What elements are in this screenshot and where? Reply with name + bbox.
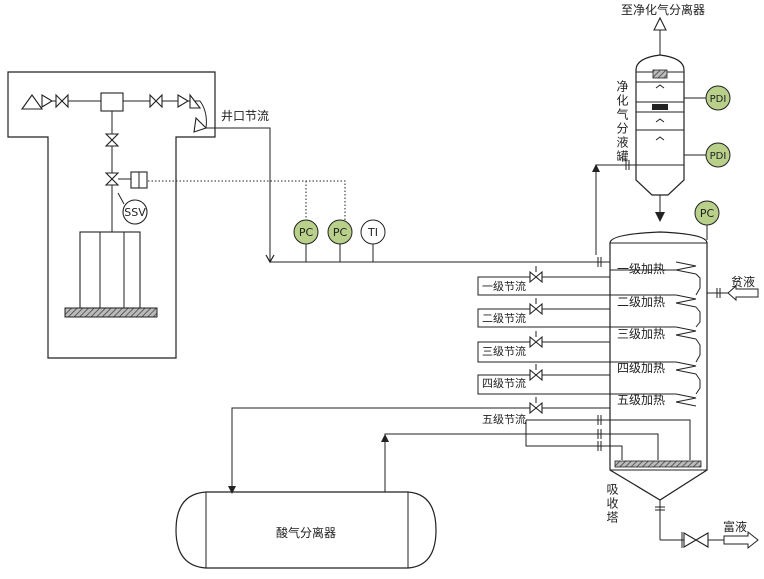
ssv-circle	[122, 199, 148, 225]
to-separator-label: 至净化气分离器	[621, 2, 705, 17]
christmas-tree: SSV	[20, 92, 216, 318]
stage-heat-label-2: 二级加热	[617, 295, 665, 309]
instrument-pc-2: PC	[327, 219, 353, 262]
wing-valve-left	[55, 93, 69, 109]
stage-throttle-label-4: 四级节流	[482, 376, 526, 390]
absorber-label: 吸收塔	[605, 483, 619, 525]
lean-liquid-label: 贫液	[731, 274, 755, 289]
throttle-valve-1	[529, 270, 543, 284]
heater-coils	[675, 261, 697, 407]
wellhead-choke	[193, 116, 208, 133]
rich-liquid-label: 富液	[723, 519, 747, 534]
stage-heat-label-3: 三级加热	[617, 327, 665, 341]
svg-text:PC: PC	[333, 226, 348, 239]
bottom-feed-piping	[525, 415, 691, 460]
instrument-pc-tower: PC	[694, 200, 720, 240]
instrument-pdi-top: PDI	[684, 85, 731, 111]
purified-gas-drum-label: 净化气分液罐	[615, 80, 629, 164]
stage-throttle-label-2: 二级节流	[482, 311, 526, 325]
throttle-valve-2	[529, 302, 543, 316]
throttle-valve-3	[529, 335, 543, 349]
master-valve-lower	[104, 172, 120, 186]
stage-throttle-label-5: 五级节流	[482, 412, 526, 426]
svg-text:PDI: PDI	[710, 151, 727, 162]
absorber-overhead-line	[595, 164, 636, 255]
stage-throttle-label-3: 三级节流	[482, 344, 526, 358]
stage-heat-label-4: 四级加热	[617, 361, 665, 375]
wellhead-throttle-label: 井口节流	[221, 109, 269, 123]
well-gas-line	[216, 127, 610, 263]
up-arrow-outlet	[653, 16, 667, 31]
acid-gas-separator	[175, 491, 437, 569]
tree-body	[100, 92, 124, 112]
acid-gas-separator-label: 酸气分离器	[276, 525, 336, 540]
master-valve-upper	[104, 133, 120, 147]
stage-heat-label-5: 五级加热	[617, 393, 665, 407]
lean-liquid-inlet	[707, 284, 759, 302]
rich-liquid-valve	[683, 532, 709, 548]
wellhead-enclosure	[7, 71, 216, 359]
stage-heat-label-1: 一级加热	[617, 262, 665, 276]
ground-base	[64, 307, 158, 318]
ssv-label: SSV	[124, 206, 146, 219]
instrument-pdi-bottom: PDI	[684, 142, 731, 168]
wing-valve-right	[149, 93, 163, 109]
absorber-tower	[609, 231, 708, 540]
svg-text:PC: PC	[299, 226, 314, 239]
svg-text:PC: PC	[700, 207, 715, 220]
throttle-valve-4	[529, 368, 543, 382]
flange-inlet	[597, 257, 602, 267]
throttle-valve-5	[529, 401, 543, 415]
wellbore-casing	[79, 231, 141, 309]
control-line	[148, 180, 346, 225]
instrument-ti: TI	[360, 219, 386, 262]
stage-throttle-label-1: 一级节流	[482, 279, 526, 293]
instrument-pc-1: PC	[293, 219, 319, 262]
svg-text:TI: TI	[367, 226, 378, 239]
rich-liquid-outlet	[660, 530, 759, 550]
acid-gas-return-line	[384, 433, 526, 492]
svg-text:PDI: PDI	[710, 94, 727, 105]
stage-piping	[231, 269, 701, 492]
purified-gas-drum	[635, 54, 685, 196]
